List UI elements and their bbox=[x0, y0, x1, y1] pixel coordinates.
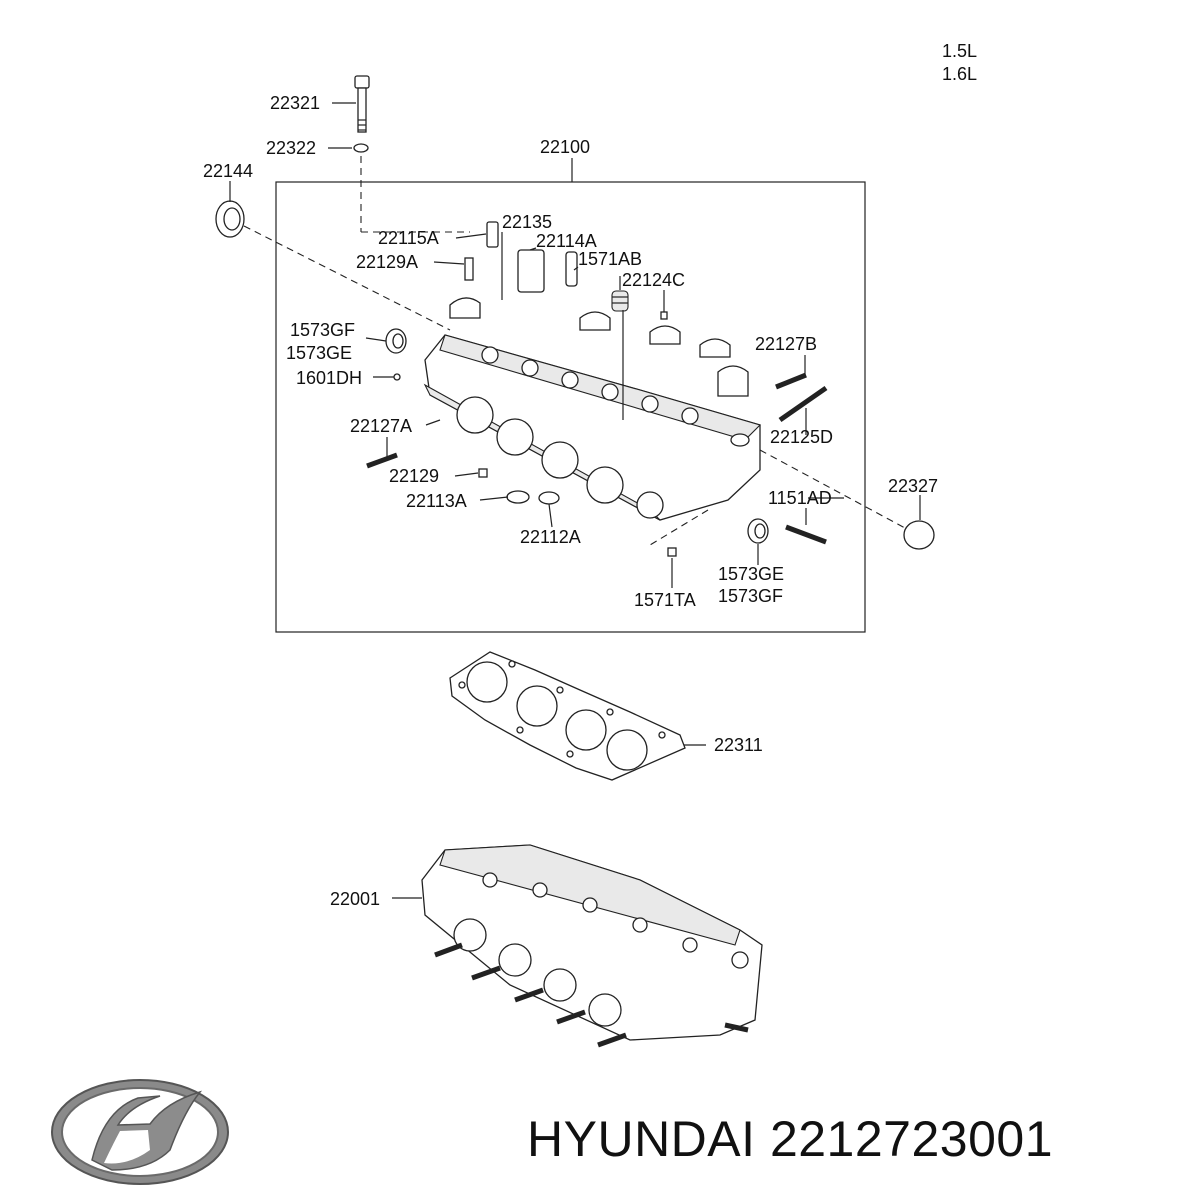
end-plug-part bbox=[903, 520, 935, 550]
callout-1601DH: 1601DH bbox=[296, 368, 362, 388]
engine-size-1: 1.5L bbox=[942, 41, 977, 61]
engine-size-2: 1.6L bbox=[942, 64, 977, 84]
valve-seal-part bbox=[611, 290, 629, 312]
head-bolt-part bbox=[354, 75, 370, 133]
callout-22115A: 22115A bbox=[378, 228, 439, 248]
callout-22129A: 22129A bbox=[356, 252, 418, 272]
callout-1573GE-lower: 1573GE bbox=[718, 564, 784, 584]
callout-1571TA: 1571TA bbox=[634, 590, 696, 610]
callout-1573GF-lower: 1573GF bbox=[718, 586, 783, 606]
callout-22100: 22100 bbox=[540, 137, 590, 157]
callout-22311: 22311 bbox=[714, 735, 763, 755]
callout-22321: 22321 bbox=[270, 93, 320, 113]
callout-22129: 22129 bbox=[389, 466, 439, 486]
cylinder-head-assembly-frame bbox=[275, 181, 866, 633]
callout-1573GE-upper: 1573GE bbox=[286, 343, 352, 363]
plug-seal-right-part bbox=[747, 518, 769, 544]
stud-right-upper-part bbox=[775, 372, 828, 423]
valve-tappet-part bbox=[517, 249, 545, 293]
callout-22113A: 22113A bbox=[406, 491, 467, 511]
complete-cylinder-head-part bbox=[421, 844, 763, 1048]
callout-22127B: 22127B bbox=[755, 334, 817, 354]
stud-left-part bbox=[366, 452, 398, 469]
brand-part-number-heading: HYUNDAI 2212723001 bbox=[527, 1110, 1053, 1168]
cylinder-head-part bbox=[423, 297, 762, 521]
callout-22144: 22144 bbox=[203, 161, 253, 181]
plug-seal-left-part bbox=[385, 328, 407, 354]
part-number: 2212723001 bbox=[769, 1111, 1054, 1167]
callout-22327: 22327 bbox=[888, 476, 938, 496]
stud-right-lower-part bbox=[785, 524, 827, 545]
hyundai-logo-icon bbox=[51, 1079, 229, 1185]
callout-22135: 22135 bbox=[502, 212, 552, 232]
dowel-pin-part bbox=[464, 257, 474, 281]
brand-name: HYUNDAI bbox=[527, 1111, 756, 1167]
head-gasket-part bbox=[449, 651, 686, 781]
valve-guide-part bbox=[486, 221, 499, 248]
nut-part bbox=[667, 547, 677, 557]
valve-seat-exhaust-part bbox=[538, 491, 560, 505]
small-plug-part bbox=[660, 311, 668, 320]
bolt-washer-part bbox=[353, 143, 369, 153]
callout-22112A: 22112A bbox=[520, 527, 581, 547]
leader-lines bbox=[229, 102, 921, 899]
callout-22125D: 22125D bbox=[770, 427, 833, 447]
callout-1151AD: 1151AD bbox=[768, 488, 832, 508]
callout-22001: 22001 bbox=[330, 889, 380, 909]
pin-part bbox=[478, 468, 488, 478]
callout-1573GF-upper: 1573GF bbox=[290, 320, 355, 340]
valve-seat-intake-part bbox=[506, 490, 530, 504]
callout-22322: 22322 bbox=[266, 138, 316, 158]
callout-1571AB: 1571AB bbox=[578, 249, 642, 269]
oil-seal-part bbox=[215, 200, 245, 238]
valve-guide-exhaust-part bbox=[565, 251, 578, 287]
callout-22127A: 22127A bbox=[350, 416, 412, 436]
callout-22114A: 22114A bbox=[536, 231, 597, 251]
callout-22124C: 22124C bbox=[622, 270, 685, 290]
small-ball-part bbox=[393, 373, 401, 381]
